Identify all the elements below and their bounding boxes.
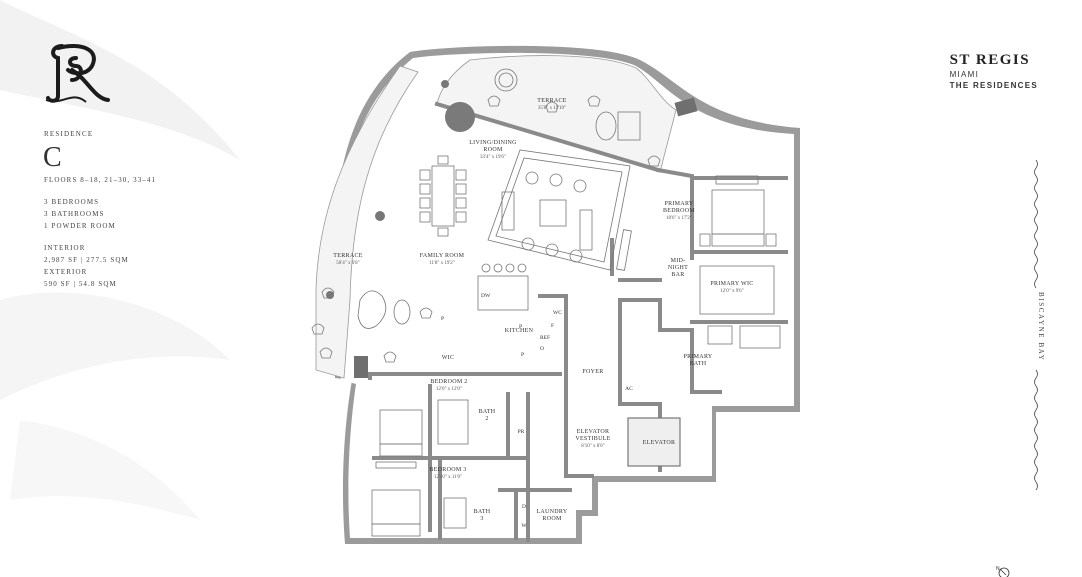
elevator-box [627,417,681,467]
primary-bedroom-dim: 18'6" x 17'2" [666,216,692,221]
laundry-room-label: LAUNDRY [536,509,567,515]
interior-label: INTERIOR [44,244,86,252]
elevator-label: ELEVATOR [643,440,676,446]
pantry-label-1: P [441,316,444,322]
kitchen-label: KITCHEN [505,328,534,334]
freezer-label: F [551,323,554,329]
powder-room-label: PR [518,429,525,435]
midnight-bar-label-3: BAR [671,272,684,278]
room-labels: TERRACE 35'8" x 11'10" LIVING/DINING ROO… [333,98,753,529]
primary-wic-label: PRIMARY WIC [710,281,753,287]
living-label: LIVING/DINING [469,140,517,146]
column-icon-2 [354,356,368,378]
terrace-top-dim: 35'8" x 11'10" [538,106,566,111]
bedroom3-dim: 12'10" x 11'0" [434,475,462,480]
midnight-bar-label: MID- [671,258,686,264]
biscayne-bay-label: BISCAYNE BAY [1037,292,1045,362]
ac-label: AC [625,386,633,392]
plant-icon-3 [441,80,449,88]
terrace-left-dim: 50'4" x 6'8" [336,261,359,266]
dw-label: DW [481,293,491,299]
interior-value: 2,987 SF | 277.5 SQM [44,256,129,264]
washer-label: W [521,523,527,529]
brand-block: ST REGIS MIAMI THE RESIDENCES [950,52,1038,91]
biscayne-bay-wave [1034,160,1038,490]
terrace-furniture [311,68,661,363]
living-dim: 33'4" x 19'6" [480,155,506,160]
bedroom-furniture [371,175,781,537]
terrace-top-label: TERRACE [537,98,566,104]
residence-label: RESIDENCE [44,130,94,138]
bath2-number: 2 [485,416,488,422]
laundry-room-label-2: ROOM [542,516,562,522]
oven-label: O [540,346,544,352]
bath2-label: BATH [479,409,496,415]
brand-city: MIAMI [949,70,980,79]
dryer-label: D [522,504,526,510]
planter-icon [445,102,475,132]
monogram-sr-icon [45,44,110,103]
exterior-value: 590 SF | 54.8 SQM [44,280,117,288]
pantry-label-2: P [519,324,522,330]
family-room-label: FAMILY ROOM [420,253,465,259]
wine-cooler-label: WC [553,310,562,316]
midnight-bar-label-2: NIGHT [668,265,688,271]
living-furniture [419,149,632,311]
family-room-dim: 11'8" x 19'2" [429,261,455,266]
brand-tagline: THE RESIDENCES [949,81,1038,90]
primary-bedroom-label: PRIMARY [664,201,693,207]
plant-icon [375,211,385,221]
plant-icon-2 [326,291,334,299]
primary-wic-dim: 12'0" x 9'6" [720,289,743,294]
elevator-vestibule-label: ELEVATOR [577,429,610,435]
bath3-label: BATH [474,509,491,515]
powder-room-count: 1 POWDER ROOM [44,222,116,230]
terrace-left-label: TERRACE [333,253,362,259]
bathrooms-count: 3 BATHROOMS [44,210,105,218]
primary-bedroom-label-2: BEDROOM [663,208,695,214]
primary-bath-label-2: BATH [690,361,707,367]
foyer-label: FOYER [582,369,603,375]
refrigerator-label: REF [540,335,550,341]
elevator-vestibule-label-2: VESTIBULE [575,436,610,442]
floors-text: FLOORS 8–18, 21–30, 33–41 [44,176,157,184]
living-label-2: ROOM [483,147,503,153]
residence-info: RESIDENCE C FLOORS 8–18, 21–30, 33–41 3 … [43,130,194,290]
pantry-label-3: P [521,352,524,358]
residence-letter: C [43,142,62,173]
north-label: N [996,566,1000,572]
column-icon [674,97,698,117]
terrace-areas [315,55,677,379]
bath3-number: 3 [480,516,483,522]
exterior-label: EXTERIOR [44,268,88,276]
primary-bath-label: PRIMARY [683,354,712,360]
wic-label: WIC [442,355,455,361]
north-arrow-icon [998,567,1010,577]
elevator-vestibule-dim: 8'10" x 8'0" [581,444,604,449]
bedroom2-label: BEDROOM 2 [430,379,467,385]
bedroom3-label: BEDROOM 3 [429,467,466,473]
bedrooms-count: 3 BEDROOMS [44,198,100,206]
brand-name: ST REGIS [949,52,1031,68]
bedroom2-dim: 12'0" x 12'0" [436,387,462,392]
